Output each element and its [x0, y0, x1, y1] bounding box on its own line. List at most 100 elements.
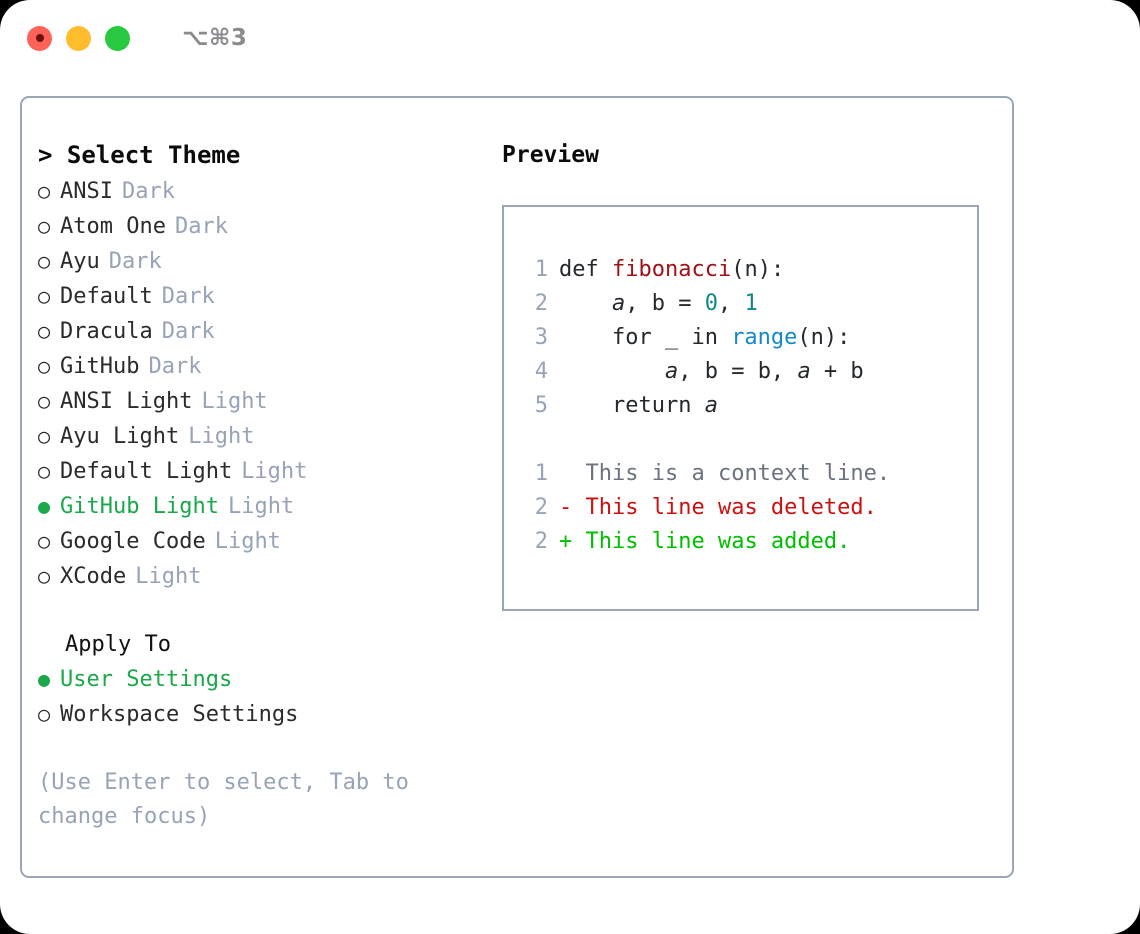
theme-option-label: Atom One: [60, 214, 166, 239]
apply-to-option-label: Workspace Settings: [60, 702, 299, 727]
theme-option-google-code[interactable]: ○ Google Code Light: [38, 524, 498, 559]
code-token-plain: ,: [717, 291, 745, 316]
diff-marker: -: [559, 495, 586, 520]
theme-variant-tag: Light: [241, 459, 308, 484]
code-token-variable: a: [611, 291, 626, 316]
preview-heading: Preview: [502, 142, 599, 168]
diff-line-number: 1: [534, 461, 548, 486]
code-token-plain: =: [664, 291, 705, 316]
radio-unselected-icon: ○: [38, 389, 51, 413]
theme-option-github-light[interactable]: ● GitHub Light Light: [38, 489, 498, 524]
diff-line-context: 1 This is a context line.: [522, 457, 977, 491]
minimize-button-icon[interactable]: [66, 25, 91, 51]
code-line-number: 3: [534, 325, 548, 350]
code-token-variable: a: [704, 393, 718, 418]
window-controls: [27, 25, 130, 51]
theme-variant-tag: Dark: [108, 249, 162, 274]
diff-line-number: 2: [534, 495, 548, 520]
theme-variant-tag: Dark: [148, 354, 202, 379]
close-button-icon[interactable]: [27, 25, 52, 51]
radio-unselected-icon: ○: [38, 319, 51, 343]
radio-unselected-icon: ○: [38, 702, 51, 726]
code-token-plain: [559, 355, 665, 389]
theme-variant-tag: Light: [135, 564, 202, 589]
theme-variant-tag: Dark: [161, 319, 215, 344]
code-token-plain: (n):: [731, 257, 785, 282]
theme-option-github[interactable]: ○ GitHub Dark: [38, 349, 498, 384]
diff-line-deleted: 2- This line was deleted.: [522, 491, 977, 525]
apply-to-option-user-settings[interactable]: ● User Settings: [38, 662, 498, 697]
theme-option-label: Default Light: [60, 459, 233, 484]
theme-option-label: ANSI Light: [60, 389, 193, 414]
code-token-plain: for _ in: [559, 325, 732, 350]
code-token-plain: return: [559, 393, 705, 418]
title-bar: ⌥⌘3: [0, 0, 1140, 76]
code-line: 4 a, b = b, a + b: [522, 355, 977, 389]
radio-unselected-icon: ○: [38, 564, 51, 588]
select-theme-heading: > Select Theme: [38, 141, 241, 169]
diff-line-text: This line was deleted.: [585, 495, 877, 520]
diff-line-text: This is a context line.: [585, 461, 891, 486]
radio-unselected-icon: ○: [38, 284, 51, 308]
diff-line-number: 2: [534, 529, 548, 554]
code-token-plain: b: [651, 291, 665, 316]
radio-selected-icon: ●: [38, 667, 51, 691]
theme-variant-tag: Light: [214, 529, 281, 554]
theme-option-label: GitHub: [60, 354, 140, 379]
apply-to-option-label: User Settings: [60, 667, 233, 692]
code-line-number: 2: [534, 291, 548, 316]
diff-line-added: 2 + This line was added.: [522, 525, 977, 559]
code-line-number: 1: [534, 257, 548, 282]
maximize-button-icon[interactable]: [105, 25, 130, 51]
theme-option-label: Default: [60, 284, 153, 309]
theme-option-label: Dracula: [60, 319, 153, 344]
diff-line-text: This line was added.: [585, 529, 851, 554]
theme-option-dracula[interactable]: ○ Dracula Dark: [38, 314, 498, 349]
apply-to-section: Apply To ●User Settings○Workspace Settin…: [38, 628, 498, 732]
code-token-plain: [559, 287, 612, 321]
radio-selected-icon: ●: [38, 494, 51, 518]
radio-unselected-icon: ○: [38, 529, 51, 553]
keyboard-hint-text: (Use Enter to select, Tab to change focu…: [38, 770, 423, 829]
code-line-number: 5: [534, 393, 548, 418]
theme-option-label: GitHub Light: [60, 494, 219, 519]
radio-unselected-icon: ○: [38, 424, 51, 448]
radio-unselected-icon: ○: [38, 249, 51, 273]
theme-variant-tag: Dark: [174, 214, 228, 239]
theme-option-label: Ayu Light: [60, 424, 180, 449]
apply-to-option-workspace-settings[interactable]: ○ Workspace Settings: [38, 697, 498, 732]
code-token-number: 0: [704, 291, 718, 316]
diff-marker: +: [559, 529, 586, 554]
code-token-plain: def: [559, 257, 612, 282]
radio-unselected-icon: ○: [38, 354, 51, 378]
code-token-variable: a: [797, 359, 811, 384]
code-token-variable: a: [664, 359, 679, 384]
theme-variant-tag: Dark: [121, 179, 175, 204]
keyboard-shortcut-label: ⌥⌘3: [182, 25, 248, 51]
diff-marker: [559, 457, 586, 491]
apply-to-list[interactable]: ● User Settings ○ Workspace Settings: [38, 662, 498, 732]
code-diff-spacer: [522, 423, 977, 457]
code-line: 3 for _ in range(n):: [522, 321, 977, 355]
theme-variant-tag: Light: [227, 494, 295, 519]
theme-option-label: ANSI: [60, 179, 113, 204]
theme-option-label: Google Code: [60, 529, 206, 554]
code-line: 5 return a: [522, 389, 977, 423]
code-line-number: 4: [534, 359, 548, 384]
code-token-number: 1: [744, 291, 758, 316]
diff-sample: 1 This is a context line.2- This line wa…: [522, 457, 977, 559]
code-token-plain: ,: [625, 291, 652, 316]
